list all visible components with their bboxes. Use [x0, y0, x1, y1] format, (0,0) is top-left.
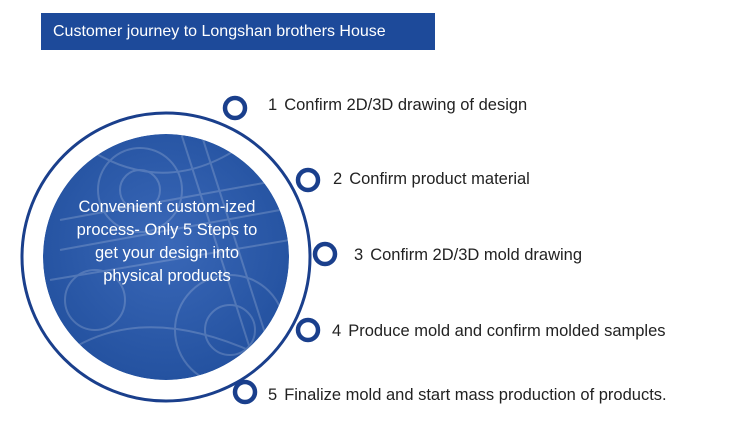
page-title: Customer journey to Longshan brothers Ho… [41, 13, 435, 50]
step-number: 1 [268, 96, 278, 114]
step-label: Confirm 2D/3D drawing of design [284, 96, 528, 114]
center-circle [43, 134, 289, 380]
step-number: 5 [268, 386, 278, 404]
outer-ring [20, 111, 312, 403]
step-dot-1 [222, 95, 248, 121]
gear-texture [49, 134, 289, 380]
step-3: 3 Confirm 2D/3D mold drawing [354, 245, 582, 265]
step-number: 3 [354, 246, 364, 264]
step-dot-4 [295, 317, 321, 343]
step-label: Produce mold and confirm molded samples [348, 322, 666, 340]
step-number: 4 [332, 322, 342, 340]
step-number: 2 [333, 170, 343, 188]
step-5: 5 Finalize mold and start mass production… [268, 385, 667, 405]
center-description: Convenient custom-ized process- Only 5 S… [76, 198, 258, 285]
step-label: Confirm 2D/3D mold drawing [370, 246, 583, 264]
step-2: 2 Confirm product material [333, 169, 530, 189]
step-label: Finalize mold and start mass production … [284, 386, 667, 404]
step-1: 1 Confirm 2D/3D drawing of design [268, 95, 527, 115]
step-4: 4 Produce mold and confirm molded samples [332, 321, 666, 341]
step-dot-3 [312, 241, 338, 267]
step-dot-2 [295, 167, 321, 193]
step-dot-5 [232, 379, 258, 405]
step-label: Confirm product material [349, 170, 530, 188]
